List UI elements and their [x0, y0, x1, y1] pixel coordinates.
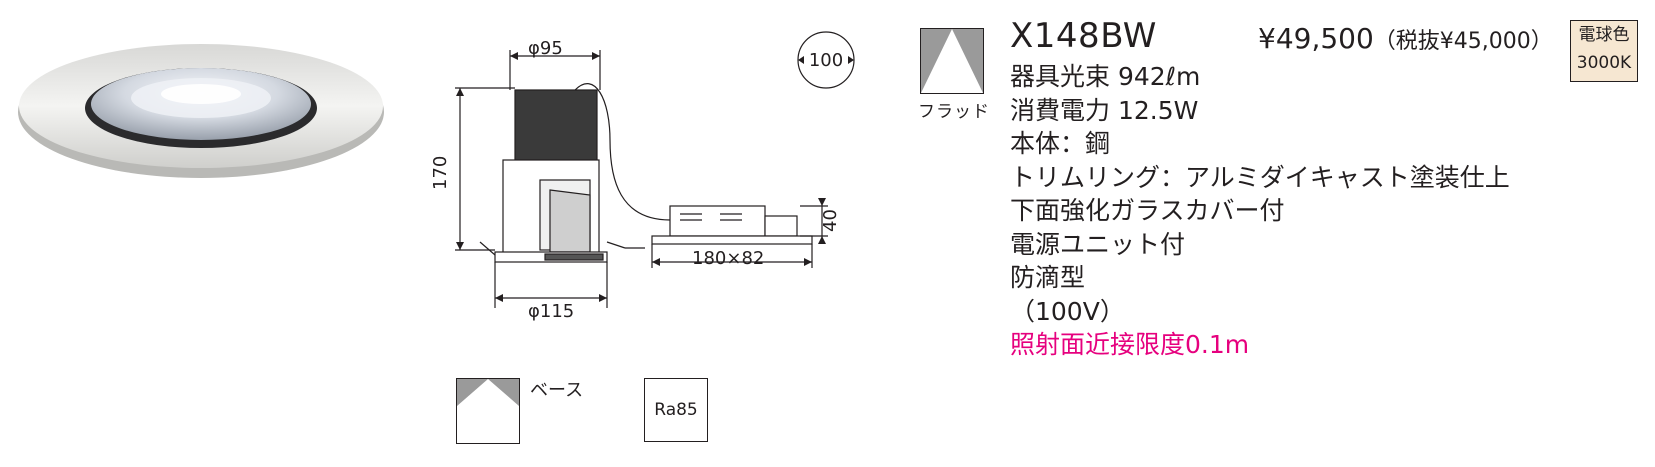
color-rendering-badge: Ra85	[644, 378, 708, 442]
downlight-image	[18, 44, 384, 178]
flood-beam-icon	[920, 28, 984, 94]
spec-luminous-flux: 器具光束 942ℓm	[1010, 62, 1201, 91]
price-value: ¥49,500	[1258, 22, 1374, 55]
cutout-circle-svg: 100	[797, 31, 855, 89]
spec-glass-cover: 下面強化ガラスカバー付	[1010, 196, 1285, 225]
cutout-value: 100	[809, 50, 843, 71]
ra-value: Ra85	[654, 400, 698, 420]
model-number: X148BW	[1010, 16, 1157, 56]
dim-height: 170	[430, 156, 451, 190]
color-name: 電球色	[1578, 25, 1630, 45]
base-label: ベース	[530, 380, 584, 401]
product-photo	[16, 40, 386, 180]
color-temperature-badge: 電球色 3000K	[1570, 20, 1638, 82]
price-tax-note: （税抜¥45,000）	[1373, 29, 1553, 54]
spec-voltage: （100V）	[1010, 296, 1125, 326]
spec-drip-proof: 防滴型	[1010, 263, 1086, 292]
cutout-diameter-marker: 100	[790, 30, 862, 90]
spec-power: 消費電力 12.5W	[1010, 95, 1199, 125]
dimension-drawing: φ95 φ115 180×82 170 40	[420, 30, 841, 330]
dim-power-unit-height: 40	[820, 209, 840, 232]
price: ¥49,500（税抜¥45,000）	[1258, 22, 1553, 55]
spec-power-unit: 電源ユニット付	[1010, 229, 1186, 259]
spec-body: 本体：鋼	[1010, 129, 1111, 158]
dimension-drawing-svg: φ95 φ115 180×82 170 40	[430, 38, 841, 322]
spec-min-distance-warning: 照射面近接限度0.1m	[1010, 330, 1250, 359]
beam-type-label: フラッド	[918, 102, 990, 122]
dim-top-diameter: φ95	[528, 38, 563, 59]
dim-power-unit-size: 180×82	[692, 248, 764, 269]
spec-list: 器具光束 942ℓm 消費電力 12.5W 本体：鋼 トリムリング：アルミダイキ…	[1010, 60, 1510, 362]
color-kelvin: 3000K	[1576, 53, 1632, 73]
dim-bottom-diameter: φ115	[528, 301, 574, 322]
base-mount-icon	[456, 378, 520, 444]
spec-trim-ring: トリムリング：アルミダイキャスト塗装仕上	[1010, 162, 1510, 192]
